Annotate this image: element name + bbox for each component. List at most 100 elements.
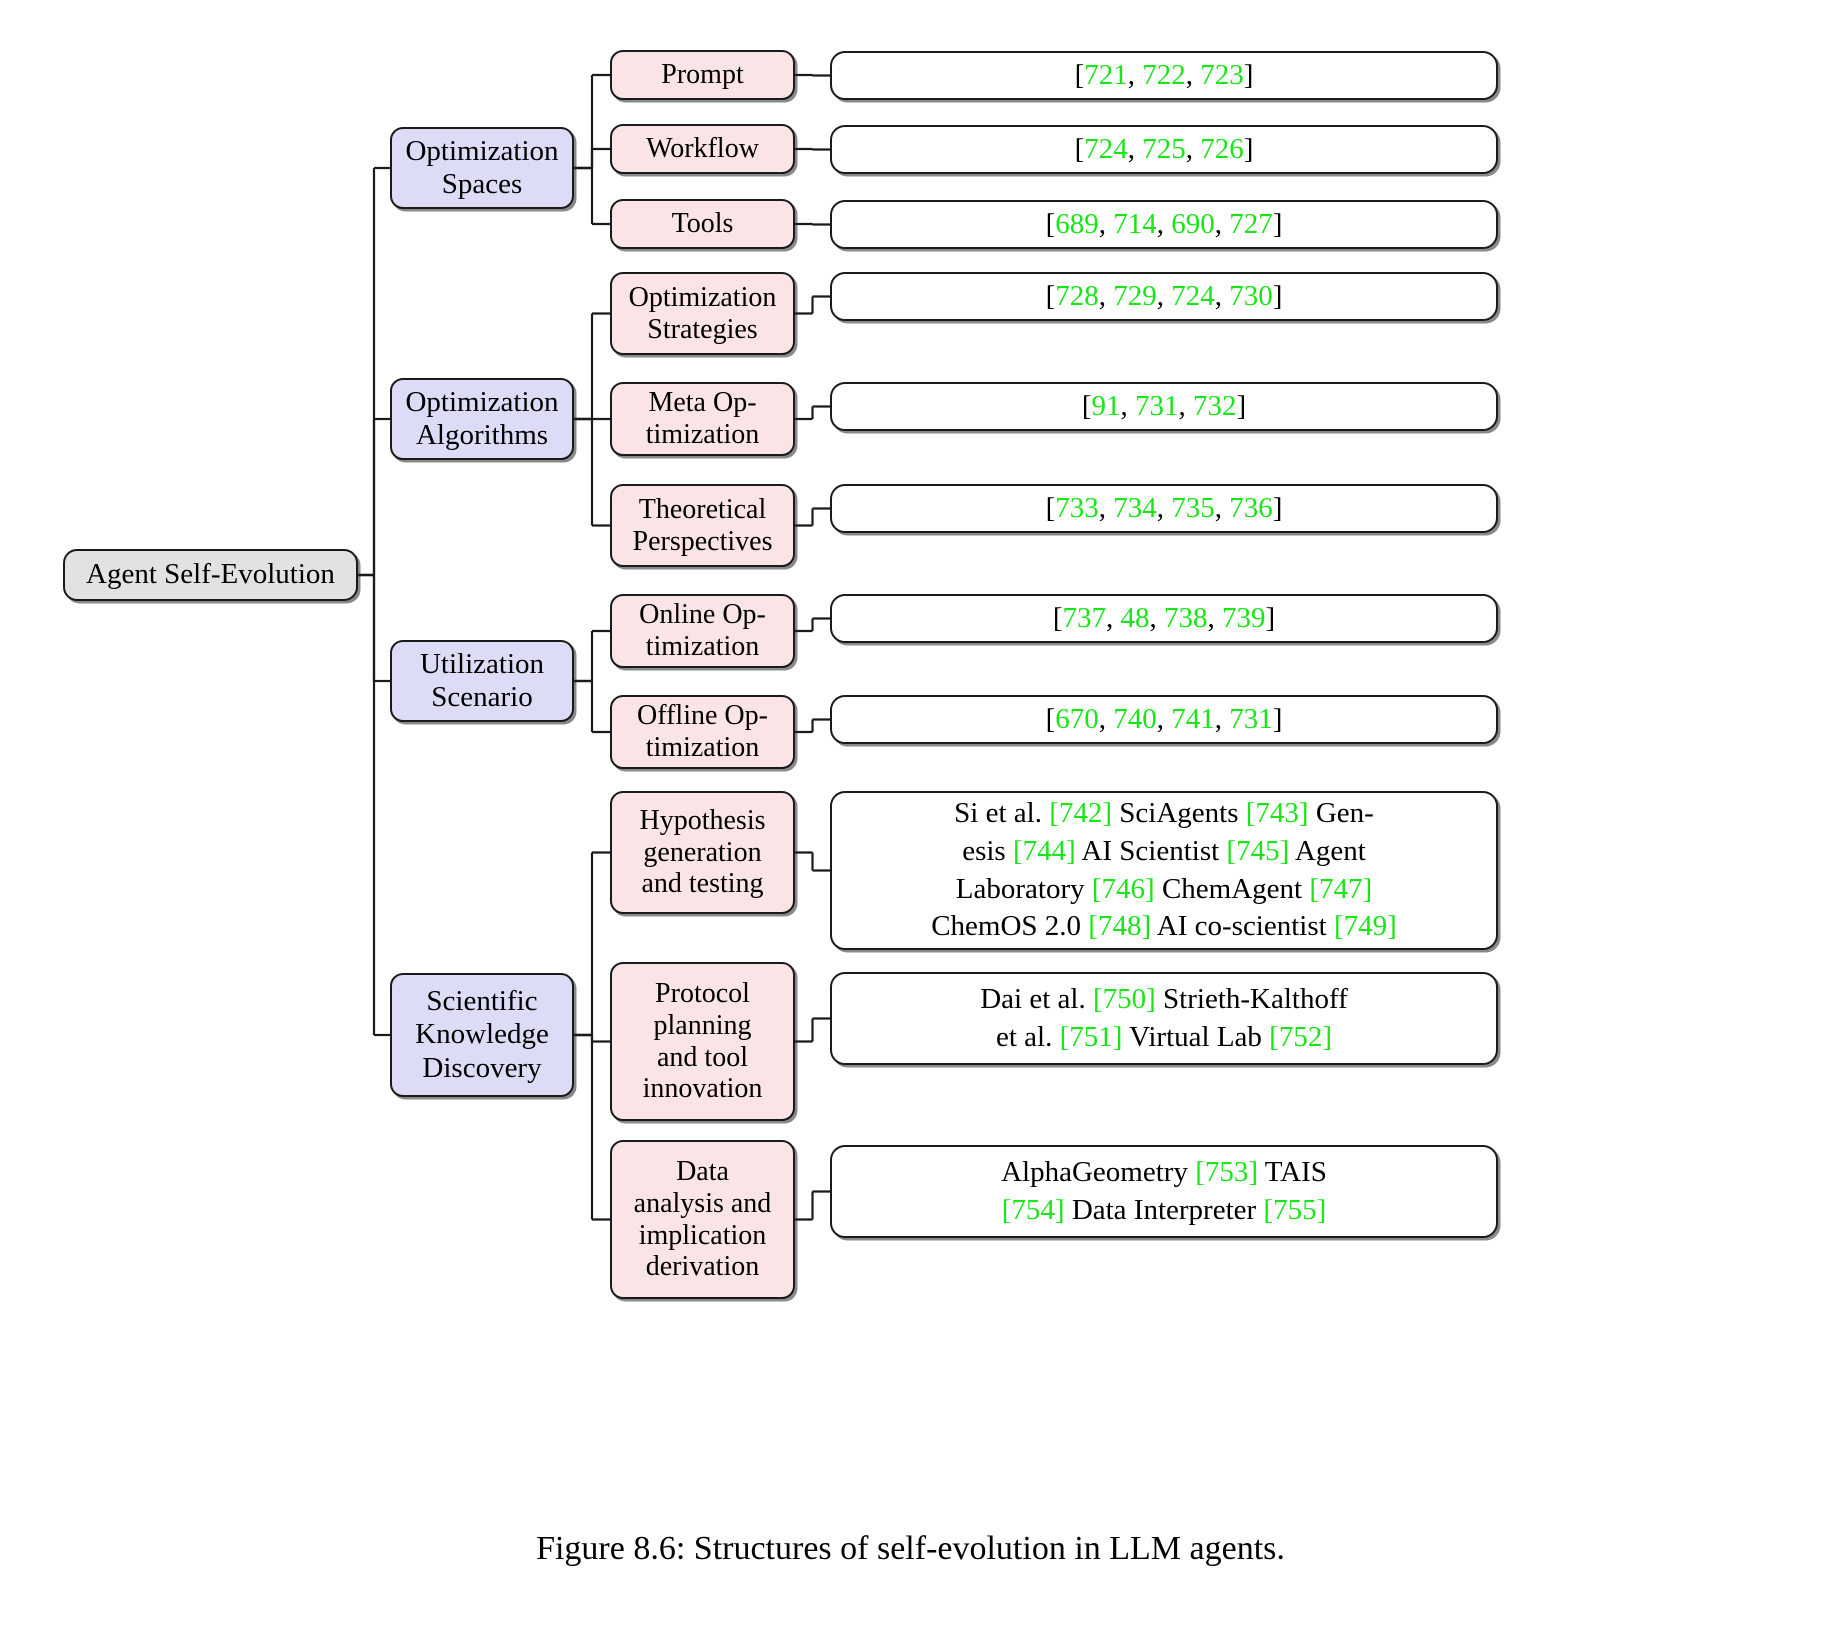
citation-link[interactable]: [751] <box>1059 1020 1123 1053</box>
category-node-prompt[interactable]: Prompt <box>610 50 795 100</box>
citation-link[interactable]: 737 <box>1062 601 1107 634</box>
reference-text: Virtual Lab <box>1122 1020 1270 1053</box>
root-node-agent-self-evolution[interactable]: Agent Self-Evolution <box>63 549 358 601</box>
citation-link[interactable]: [746] <box>1091 872 1155 905</box>
reference-list: [737, 48, 738, 739] <box>842 600 1486 638</box>
reference-text: [ <box>1045 702 1056 735</box>
reference-box-theoretical-perspectives[interactable]: [733, 734, 735, 736] <box>830 484 1498 533</box>
reference-text: SciAgents <box>1112 797 1246 830</box>
reference-text: Si et al. <box>954 797 1050 830</box>
reference-box-optimization-strategies[interactable]: [728, 729, 724, 730] <box>830 272 1498 321</box>
reference-text: , <box>1156 279 1172 312</box>
citation-link[interactable]: 734 <box>1113 491 1157 524</box>
citation-link[interactable]: [742] <box>1049 797 1113 830</box>
citation-link[interactable]: [753] <box>1195 1155 1259 1188</box>
reference-text: ] <box>1243 58 1254 91</box>
reference-text: Agent Laboratory <box>955 834 1366 905</box>
citation-link[interactable]: 724 <box>1084 132 1128 165</box>
citation-link[interactable]: 714 <box>1113 207 1157 240</box>
citation-link[interactable]: 738 <box>1164 601 1208 634</box>
category-node-offline-op-timization[interactable]: Offline Op- timization <box>610 695 795 769</box>
reference-text: Gen- esis <box>962 797 1374 867</box>
reference-text: , <box>1214 702 1230 735</box>
citation-link[interactable]: 670 <box>1055 702 1099 735</box>
reference-box-meta-op-timization[interactable]: [91, 731, 732] <box>830 382 1498 431</box>
category-node-tools[interactable]: Tools <box>610 199 795 249</box>
reference-text: Strieth-Kalthoff et al. <box>996 982 1348 1053</box>
citation-link[interactable]: 740 <box>1113 702 1157 735</box>
root-node-label: Agent Self-Evolution <box>86 558 335 591</box>
citation-link[interactable]: [745] <box>1226 834 1290 867</box>
reference-list: [721, 722, 723] <box>842 57 1486 95</box>
citation-link[interactable]: 725 <box>1142 132 1186 165</box>
reference-text: ] <box>1243 132 1254 165</box>
citation-link[interactable]: 728 <box>1055 279 1099 312</box>
citation-link[interactable]: 727 <box>1229 207 1273 240</box>
branch-node-utilization-scenario[interactable]: Utilization Scenario <box>390 640 574 722</box>
category-node-label: Hypothesis generation and testing <box>639 804 766 900</box>
citation-link[interactable]: [752] <box>1269 1020 1332 1053</box>
category-node-theoretical-perspectives[interactable]: Theoretical Perspectives <box>610 484 795 567</box>
reference-list: [728, 729, 724, 730] <box>842 278 1486 316</box>
citation-link[interactable]: 729 <box>1113 279 1157 312</box>
citation-link[interactable]: 732 <box>1193 389 1237 422</box>
reference-box-protocol-planning-and-tool-innovation[interactable]: Dai et al. [750] Strieth-Kalthoff et al.… <box>830 972 1498 1065</box>
citation-link[interactable]: [748] <box>1088 910 1152 943</box>
citation-link[interactable]: [754] <box>1001 1193 1065 1226</box>
citation-link[interactable]: 48 <box>1120 601 1150 634</box>
reference-box-tools[interactable]: [689, 714, 690, 727] <box>830 200 1498 249</box>
citation-link[interactable]: 731 <box>1229 702 1273 735</box>
reference-text: , <box>1120 389 1135 422</box>
reference-box-data-analysis-and-implication-derivati[interactable]: AlphaGeometry [753] TAIS [754] Data Inte… <box>830 1145 1498 1238</box>
reference-text: , <box>1098 279 1114 312</box>
citation-link[interactable]: 741 <box>1171 702 1215 735</box>
reference-text: , <box>1098 491 1114 524</box>
reference-list: [689, 714, 690, 727] <box>842 206 1486 244</box>
citation-link[interactable]: 726 <box>1200 132 1244 165</box>
reference-box-hypothesis-generation-and-testing[interactable]: Si et al. [742] SciAgents [743] Gen- esi… <box>830 791 1498 950</box>
citation-link[interactable]: 722 <box>1142 58 1186 91</box>
reference-text: [ <box>1052 601 1063 634</box>
reference-box-prompt[interactable]: [721, 722, 723] <box>830 51 1498 100</box>
citation-link[interactable]: 733 <box>1055 491 1099 524</box>
reference-box-workflow[interactable]: [724, 725, 726] <box>830 125 1498 174</box>
reference-box-offline-op-timization[interactable]: [670, 740, 741, 731] <box>830 695 1498 744</box>
citation-link[interactable]: [744] <box>1012 834 1076 867</box>
branch-node-optimization-spaces[interactable]: Optimization Spaces <box>390 127 574 209</box>
citation-link[interactable]: 91 <box>1091 389 1121 422</box>
reference-text: [ <box>1081 389 1092 422</box>
citation-link[interactable]: 739 <box>1222 601 1266 634</box>
category-node-optimization-strategies[interactable]: Optimization Strategies <box>610 272 795 355</box>
citation-link[interactable]: [755] <box>1263 1193 1327 1226</box>
citation-link[interactable]: 689 <box>1055 207 1099 240</box>
branch-node-scientific-knowledge-discovery[interactable]: Scientific Knowledge Discovery <box>390 973 574 1097</box>
category-node-online-op-timization[interactable]: Online Op- timization <box>610 594 795 668</box>
citation-link[interactable]: [749] <box>1333 910 1397 943</box>
citation-link[interactable]: [743] <box>1245 797 1309 830</box>
citation-link[interactable]: 731 <box>1135 389 1179 422</box>
branch-node-label: Utilization Scenario <box>419 647 545 713</box>
citation-link[interactable]: [747] <box>1309 872 1373 905</box>
citation-link[interactable]: [750] <box>1092 982 1156 1015</box>
category-node-protocol-planning-and-tool-innovation[interactable]: Protocol planning and tool innovation <box>610 962 795 1121</box>
category-node-meta-op-timization[interactable]: Meta Op- timization <box>610 382 795 456</box>
citation-link[interactable]: 730 <box>1229 279 1273 312</box>
reference-list: Dai et al. [750] Strieth-Kalthoff et al.… <box>842 981 1486 1056</box>
citation-link[interactable]: 735 <box>1171 491 1215 524</box>
reference-list: AlphaGeometry [753] TAIS [754] Data Inte… <box>842 1154 1486 1229</box>
category-node-workflow[interactable]: Workflow <box>610 124 795 174</box>
citation-link[interactable]: 690 <box>1171 207 1215 240</box>
citation-link[interactable]: 736 <box>1229 491 1273 524</box>
reference-text: , <box>1214 279 1230 312</box>
category-node-label: Online Op- timization <box>639 599 766 662</box>
category-node-hypothesis-generation-and-testing[interactable]: Hypothesis generation and testing <box>610 791 795 914</box>
category-node-data-analysis-and-implication-derivati[interactable]: Data analysis and implication derivation <box>610 1140 795 1299</box>
citation-link[interactable]: 721 <box>1084 58 1128 91</box>
citation-link[interactable]: 724 <box>1171 279 1215 312</box>
figure-caption: Figure 8.6: Structures of self-evolution… <box>536 1530 1285 1567</box>
branch-node-optimization-algorithms[interactable]: Optimization Algorithms <box>390 378 574 460</box>
citation-link[interactable]: 723 <box>1200 58 1244 91</box>
reference-text: , <box>1106 601 1121 634</box>
reference-box-online-op-timization[interactable]: [737, 48, 738, 739] <box>830 594 1498 643</box>
